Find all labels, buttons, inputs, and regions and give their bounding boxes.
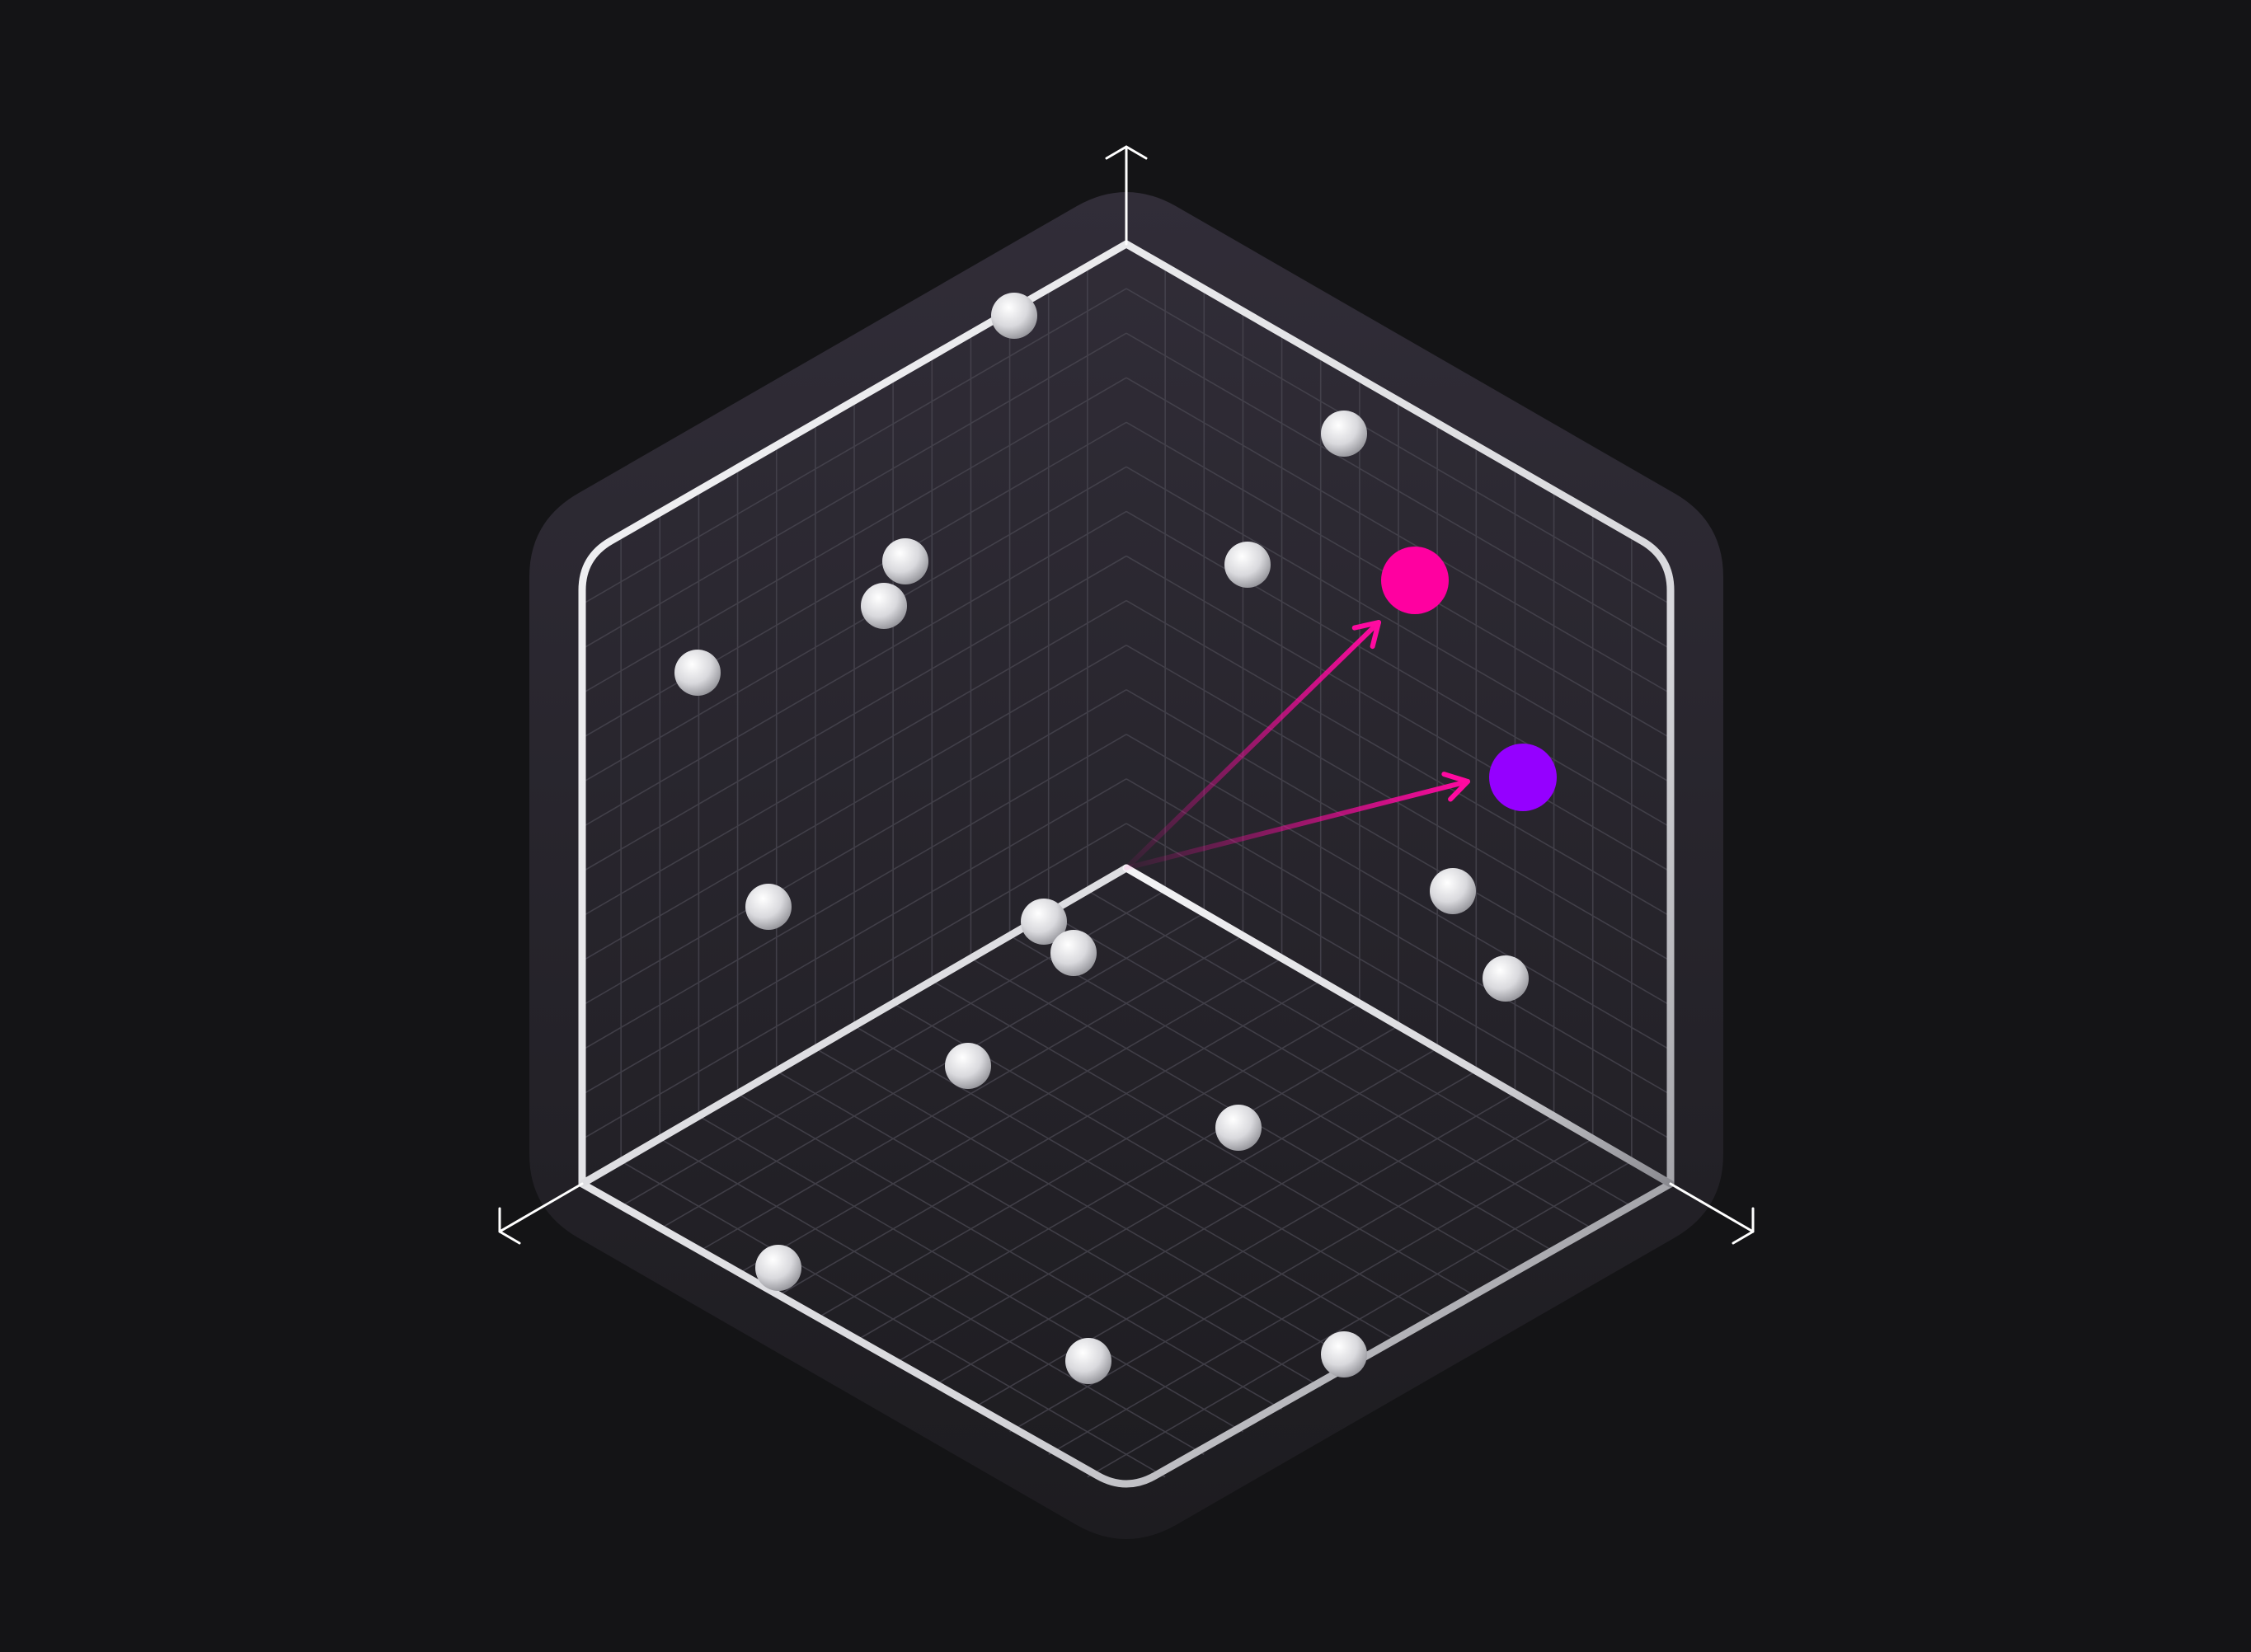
axis-right xyxy=(1669,1182,1755,1233)
data-point-sphere xyxy=(1483,955,1529,1002)
grid-line xyxy=(581,421,1127,739)
cube-edge-right xyxy=(1122,864,1675,1188)
data-point-sphere xyxy=(945,1043,991,1089)
grid-line xyxy=(853,1025,1399,1343)
highlighted-point-pink xyxy=(1381,547,1449,614)
vector-to-purple-point xyxy=(1124,772,1470,871)
cube-outline xyxy=(578,240,1675,1488)
axis-left xyxy=(498,1182,584,1233)
grid-line xyxy=(1048,1138,1594,1455)
vector-shaft xyxy=(1124,620,1381,871)
grid-line xyxy=(581,555,1127,873)
vector-shaft xyxy=(1124,779,1470,871)
grid-line xyxy=(931,1070,1477,1387)
points xyxy=(674,293,1557,1384)
data-point-sphere xyxy=(1215,1105,1262,1151)
data-point-sphere xyxy=(674,650,721,696)
vector-to-pink-point xyxy=(1124,620,1381,871)
data-point-sphere xyxy=(861,583,907,629)
grid-line xyxy=(1126,555,1671,873)
vector-arrowhead-icon xyxy=(1441,772,1470,802)
right-face-grid xyxy=(1126,266,1671,1162)
grid-line xyxy=(581,377,1127,694)
data-point-sphere xyxy=(745,884,792,930)
data-point-sphere xyxy=(1224,542,1271,588)
grid-line xyxy=(1126,332,1671,650)
data-point-sphere xyxy=(1065,1338,1111,1384)
left-face-grid xyxy=(581,266,1127,1162)
axis-right-arrow-icon xyxy=(1732,1207,1755,1245)
axis-left-arrow-icon xyxy=(498,1207,521,1245)
data-point-sphere xyxy=(1430,868,1476,914)
data-point-sphere xyxy=(882,538,928,584)
vector-arrowhead-icon xyxy=(1351,620,1381,650)
data-point-sphere xyxy=(1021,899,1067,945)
grid-line xyxy=(1126,288,1671,605)
grid-line xyxy=(1087,1160,1633,1478)
grid-line xyxy=(620,1160,1166,1478)
data-point-sphere xyxy=(991,293,1037,339)
grid-line xyxy=(581,510,1127,828)
data-point-sphere xyxy=(1321,411,1367,457)
data-point-sphere xyxy=(1321,1331,1367,1377)
vectors xyxy=(1124,620,1470,871)
data-point-sphere xyxy=(1050,930,1097,976)
highlighted-point-purple xyxy=(1489,744,1557,811)
grid-line xyxy=(737,1092,1282,1410)
grid-line xyxy=(581,332,1127,650)
data-point-sphere xyxy=(755,1245,801,1291)
grid-line xyxy=(1126,510,1671,828)
grid-line xyxy=(698,1115,1243,1433)
grid-line xyxy=(659,1138,1205,1455)
grid-line xyxy=(892,1048,1438,1365)
grid-line xyxy=(581,466,1127,784)
grid-line xyxy=(1126,377,1671,694)
grid-line xyxy=(815,1048,1360,1365)
axis-vertical-arrow-icon xyxy=(1105,145,1148,160)
grid-line xyxy=(970,1092,1516,1410)
grid-line xyxy=(581,288,1127,605)
grid-line xyxy=(776,1070,1322,1387)
grid-line xyxy=(1126,466,1671,784)
axes xyxy=(498,145,1755,1245)
